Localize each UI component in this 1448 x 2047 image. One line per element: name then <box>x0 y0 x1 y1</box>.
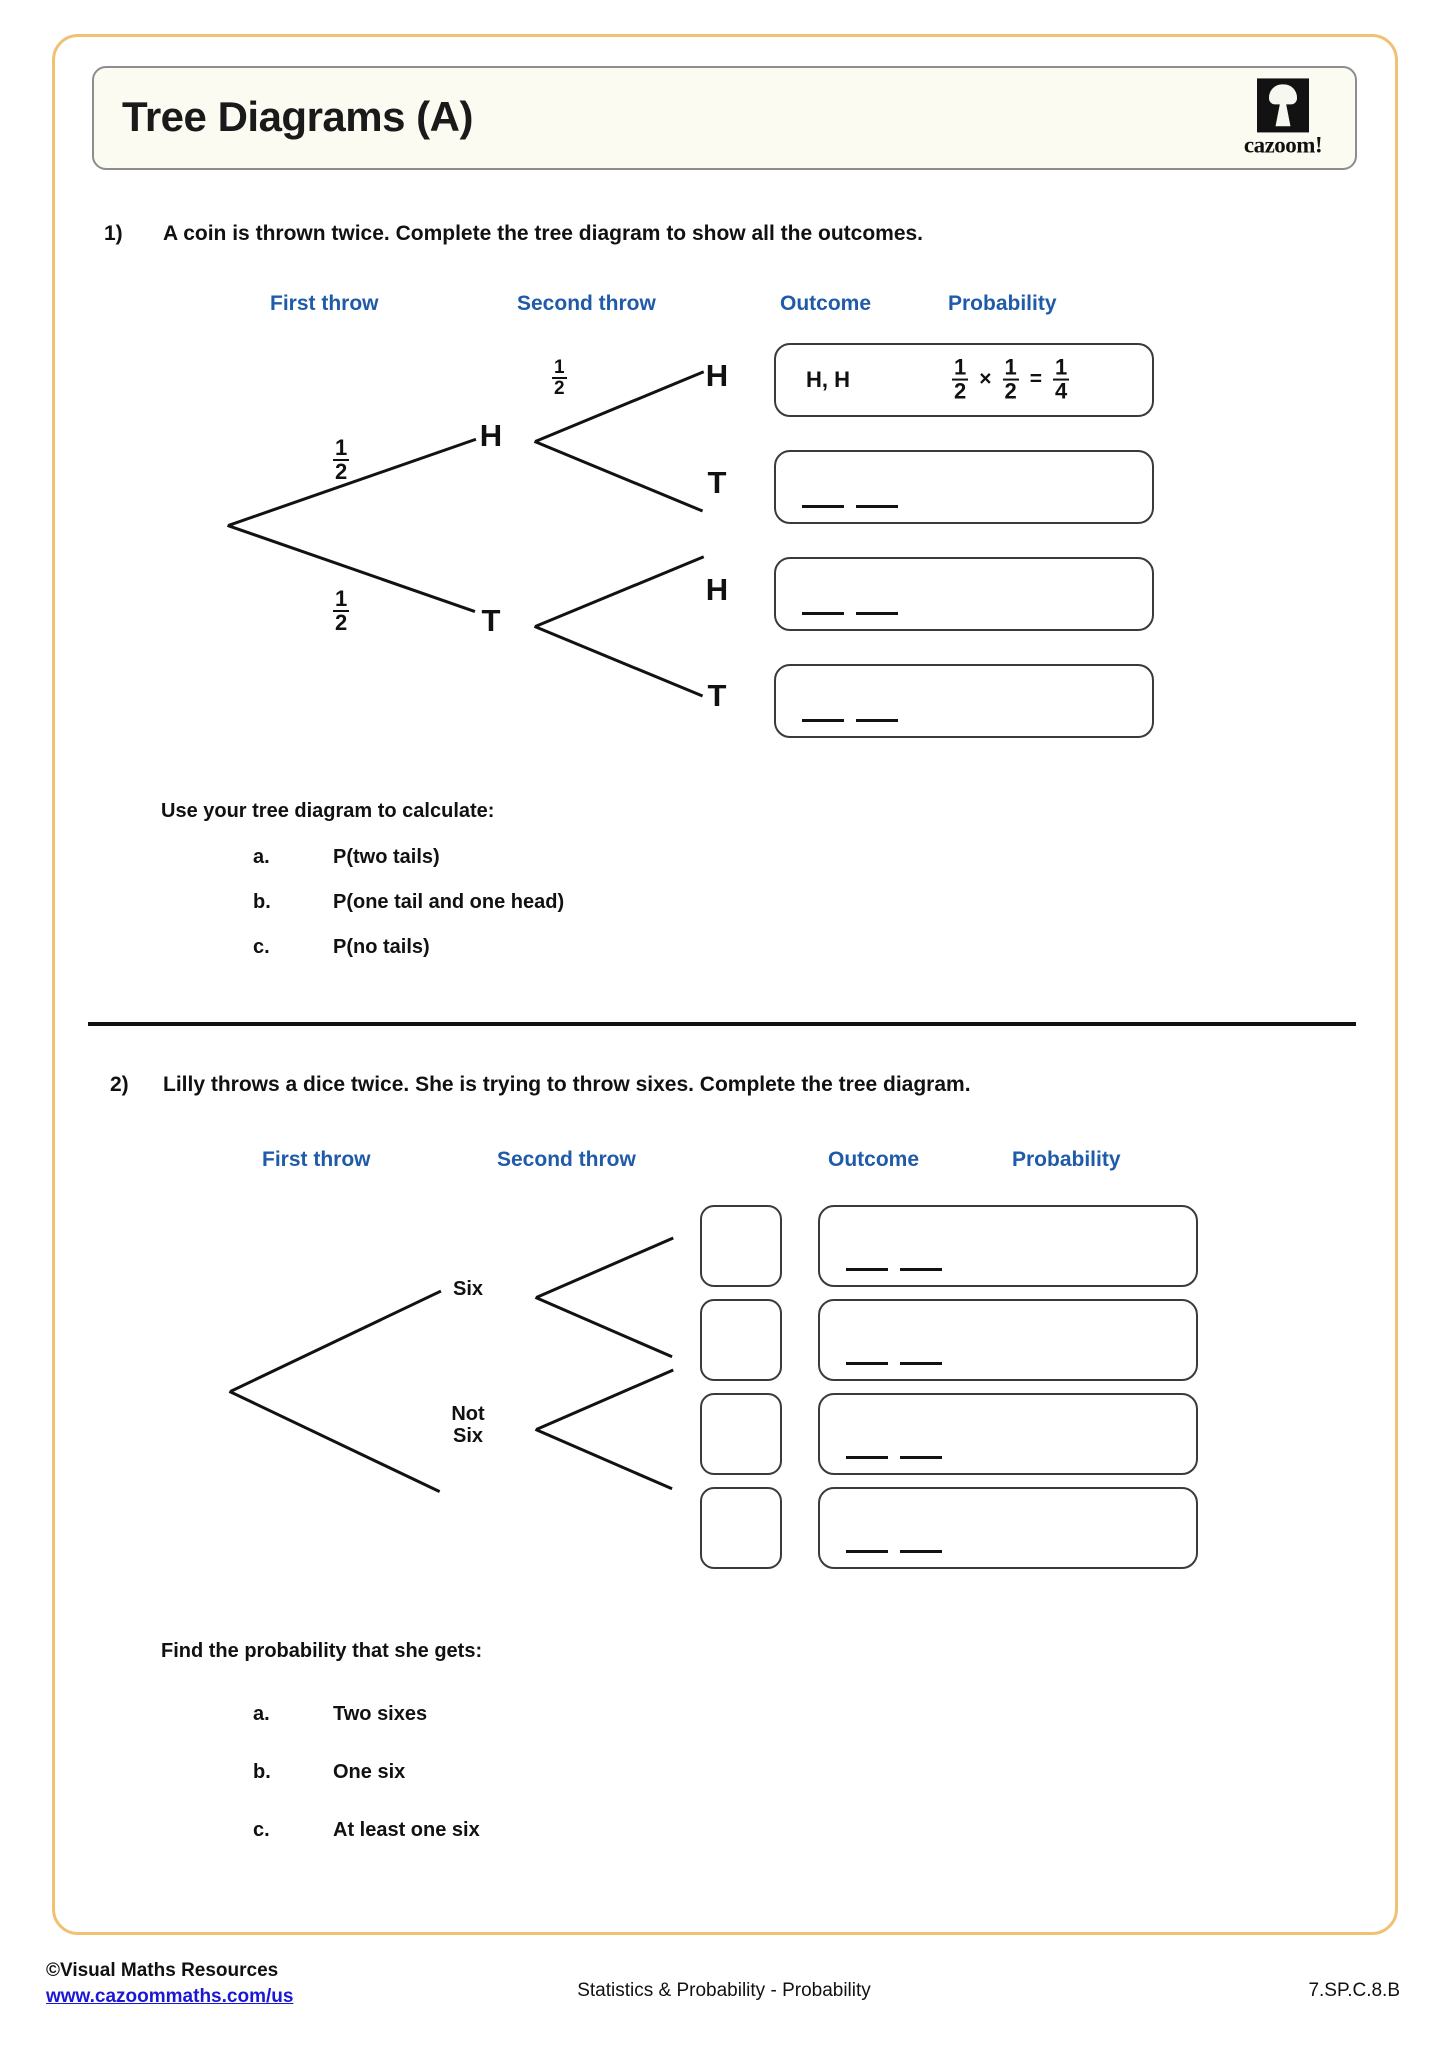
q2-prompt: Find the probability that she gets: <box>161 1640 483 1662</box>
q2-outcome-box-1[interactable] <box>700 1205 782 1287</box>
question-2-text: Lilly throws a dice twice. She is trying… <box>163 1073 971 1096</box>
q1-subpart-b-letter: b. <box>253 891 271 913</box>
q1-column-probability: Probability <box>948 292 1057 315</box>
q1-subpart-a-text: P(two tails) <box>333 846 440 868</box>
q2-subpart-b-text: One six <box>333 1761 406 1783</box>
q2-node-not-six: Not Six <box>442 1403 494 1448</box>
q2-probability-box-1[interactable] <box>818 1205 1198 1287</box>
footer: ©Visual Maths Resources www.cazoommaths.… <box>0 1958 1448 2038</box>
q1-column-outcome: Outcome <box>780 292 872 315</box>
q2-node-not-six-line1: Not <box>451 1403 485 1425</box>
footer-website-link[interactable]: www.cazoommaths.com/us <box>46 1985 294 2007</box>
q1-prob1-result-fraction: 1 4 <box>1053 354 1070 404</box>
q2-node-six: Six <box>442 1278 494 1300</box>
footer-topic: Statistics & Probability - Probability <box>577 1980 871 2001</box>
q2-node-six-label: Six <box>452 1278 484 1300</box>
q1-prob1-equals-operator: = <box>1029 368 1043 391</box>
q2-subpart-a-letter: a. <box>253 1703 270 1725</box>
q1-prob-root-h: 1 2 <box>333 435 350 485</box>
q1-prob-h-h: 1 2 <box>552 357 567 400</box>
q2-outcome-box-3[interactable] <box>700 1393 782 1475</box>
q2-subpart-c-text: At least one six <box>333 1819 480 1841</box>
q1-prob1-second-fraction: 1 2 <box>1002 354 1019 404</box>
footer-copyright: ©Visual Maths Resources <box>46 1960 279 1981</box>
q1-prob1-first-fraction: 1 2 <box>952 354 969 404</box>
q1-leaf-ht: T <box>707 465 727 500</box>
q1-subpart-c-text: P(no tails) <box>333 936 430 958</box>
q1-outcome-1: H, H <box>806 367 850 392</box>
drum-icon <box>1257 78 1309 133</box>
q1-subpart-a-letter: a. <box>253 846 270 868</box>
q1-leaf-hh: H <box>705 358 729 393</box>
q2-subpart-b-letter: b. <box>253 1761 271 1783</box>
q1-prompt: Use your tree diagram to calculate: <box>161 800 495 822</box>
q2-outcome-box-4[interactable] <box>700 1487 782 1569</box>
q2-blank-lines-3 <box>846 1456 942 1459</box>
q1-leaf-tt: T <box>707 678 727 713</box>
q2-column-probability: Probability <box>1012 1148 1121 1171</box>
q2-node-not-six-line2: Six <box>452 1425 484 1448</box>
title-bar: Tree Diagrams (A) cazoom! <box>92 66 1357 170</box>
q2-blank-lines-1 <box>846 1268 942 1271</box>
q1-answer-box-2[interactable] <box>774 450 1154 524</box>
q1-leaf-th: H <box>705 572 729 607</box>
q1-subpart-c-letter: c. <box>253 936 270 958</box>
question-1-number: 1) <box>104 222 123 245</box>
q1-prob-root-t: 1 2 <box>333 586 350 636</box>
q1-blank-lines-3 <box>802 612 898 615</box>
q2-probability-box-2[interactable] <box>818 1299 1198 1381</box>
q2-subpart-a-text: Two sixes <box>333 1703 428 1725</box>
q2-column-second-throw: Second throw <box>497 1148 636 1171</box>
q2-subpart-c-letter: c. <box>253 1819 270 1841</box>
q1-probability-1: 1 2 × 1 2 = 1 4 <box>952 354 1070 404</box>
q1-node-h: H <box>479 418 503 453</box>
q2-outcome-box-2[interactable] <box>700 1299 782 1381</box>
logo-wordmark: cazoom! <box>1243 132 1323 158</box>
q1-blank-lines-2 <box>802 505 898 508</box>
q2-column-outcome: Outcome <box>828 1148 920 1171</box>
q1-column-first-throw: First throw <box>270 292 379 315</box>
page-title: Tree Diagrams (A) <box>122 93 473 141</box>
q1-answer-box-3[interactable] <box>774 557 1154 631</box>
page-border <box>52 34 1398 1935</box>
q1-subpart-b-text: P(one tail and one head) <box>333 891 565 913</box>
q2-blank-lines-2 <box>846 1362 942 1365</box>
cazoom-logo: cazoom! <box>1235 78 1331 157</box>
q2-probability-box-3[interactable] <box>818 1393 1198 1475</box>
q1-answer-box-4[interactable] <box>774 664 1154 738</box>
section-divider <box>88 1022 1356 1026</box>
q2-column-first-throw: First throw <box>262 1148 371 1171</box>
q1-blank-lines-4 <box>802 719 898 722</box>
q1-column-second-throw: Second throw <box>517 292 656 315</box>
q1-answer-box-1[interactable]: H, H 1 2 × 1 2 = 1 4 <box>774 343 1154 417</box>
question-1-text: A coin is thrown twice. Complete the tre… <box>163 222 924 245</box>
q2-probability-box-4[interactable] <box>818 1487 1198 1569</box>
q2-blank-lines-4 <box>846 1550 942 1553</box>
q1-prob1-times-operator: × <box>979 368 992 391</box>
question-2-number: 2) <box>110 1073 129 1096</box>
footer-standard-code: 7.SP.C.8.B <box>1308 1980 1400 2001</box>
footer-copyright-block: ©Visual Maths Resources www.cazoommaths.… <box>46 1958 293 2009</box>
q1-node-t: T <box>481 603 501 638</box>
